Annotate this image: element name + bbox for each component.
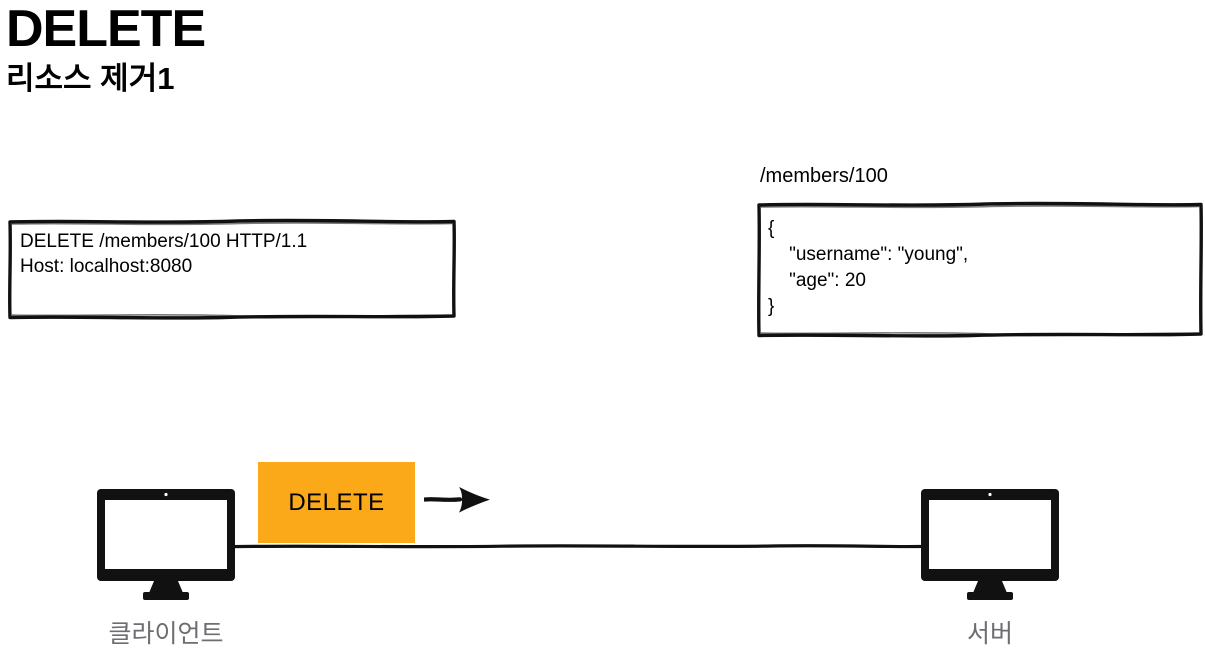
page-title: DELETE <box>6 0 206 58</box>
json-line-2: "username": "young", <box>768 244 969 265</box>
json-line-4: } <box>768 296 775 317</box>
server-monitor-icon <box>921 489 1059 600</box>
json-line-3: "age": 20 <box>768 270 866 291</box>
http-request-text: DELETE /members/100 HTTP/1.1 Host: local… <box>8 219 456 279</box>
client-monitor-icon <box>97 489 235 600</box>
arrow-right-icon <box>424 487 490 513</box>
server-label: 서버 <box>966 620 1013 648</box>
page-subtitle: 리소스 제거1 <box>6 60 175 96</box>
client-label: 클라이언트 <box>108 620 224 648</box>
resource-json-box: { "username": "young", "age": 20 } <box>757 201 1203 338</box>
page-heading: DELETE 리소스 제거1 <box>6 0 206 96</box>
client-server-connection-line <box>232 544 924 549</box>
resource-path-label: /members/100 <box>760 165 888 187</box>
request-line-1: DELETE /members/100 HTTP/1.1 <box>20 231 308 252</box>
resource-json-text: { "username": "young", "age": 20 } <box>757 202 1203 320</box>
json-line-1: { <box>768 218 775 239</box>
http-method-badge: DELETE <box>258 462 415 543</box>
http-method-badge-label: DELETE <box>288 488 385 516</box>
http-request-box: DELETE /members/100 HTTP/1.1 Host: local… <box>8 218 456 320</box>
request-line-2: Host: localhost:8080 <box>20 256 193 277</box>
